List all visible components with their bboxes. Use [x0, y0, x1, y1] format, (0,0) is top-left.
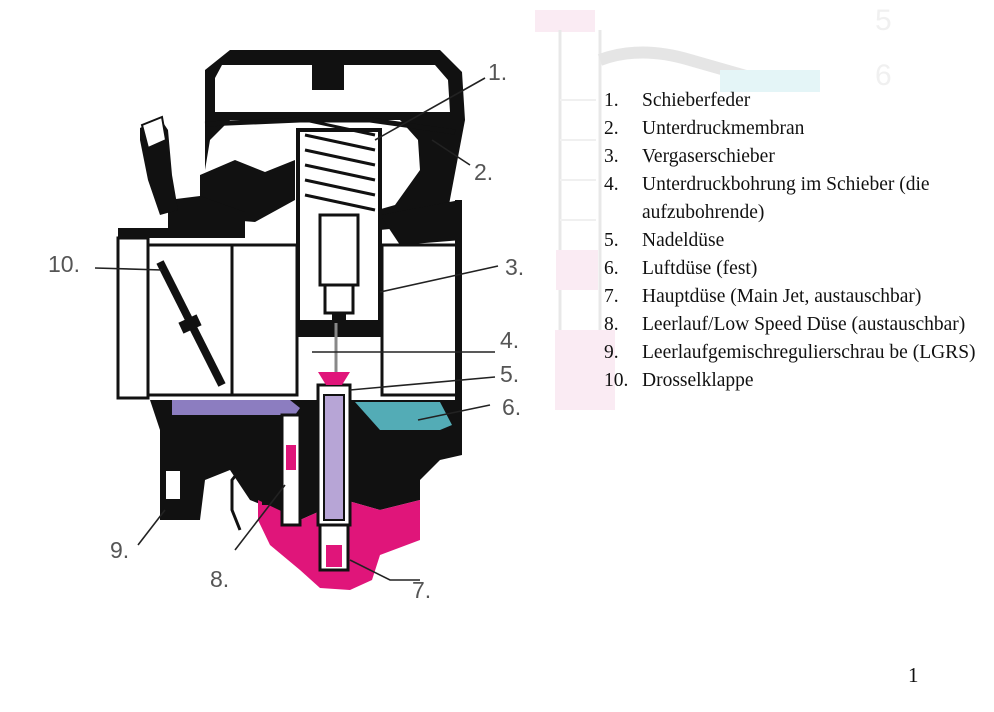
legend-number: 1.	[604, 90, 619, 111]
callout-3: 3.	[505, 254, 524, 280]
slide-spring	[304, 118, 376, 212]
callout-9: 9.	[110, 537, 129, 563]
legend-text: Vergaserschieber	[642, 146, 775, 167]
needle-jet-assembly	[316, 372, 352, 572]
legend-number: 2.	[604, 118, 619, 139]
legend-item: 3. Vergaserschieber	[604, 143, 984, 171]
svg-text:5: 5	[875, 4, 892, 37]
idle-circuit-passage	[172, 400, 300, 415]
legend-item: 2. Unterdruckmembran	[604, 115, 984, 143]
legend-text: Schieberfeder	[642, 90, 751, 111]
diaphragm	[204, 117, 456, 135]
legend-item: 6. Luftdüse (fest)	[604, 255, 984, 283]
svg-text:6: 6	[875, 59, 892, 92]
callout-5: 5.	[500, 361, 519, 387]
low-speed-jet	[262, 413, 302, 527]
legend-number: 10.	[604, 370, 629, 391]
legend-number: 9.	[604, 342, 619, 363]
legend-text: Leerlaufgemischregulierschrau be (LGRS)	[642, 342, 976, 363]
callout-8: 8.	[210, 566, 229, 592]
legend-text: Unterdruckmembran	[642, 118, 805, 139]
callout-4: 4.	[500, 327, 519, 353]
legend-number: 6.	[604, 258, 619, 279]
legend-item: 1. Schieberfeder	[604, 87, 984, 115]
jet-needle	[318, 213, 360, 395]
legend-text: Luftdüse (fest)	[642, 258, 758, 279]
legend-number: 7.	[604, 286, 619, 307]
callout-7: 7.	[412, 577, 431, 603]
air-jet-passage	[355, 402, 452, 430]
callout-2: 2.	[474, 159, 493, 185]
legend-text: Leerlauf/Low Speed Düse (austauschbar)	[642, 314, 966, 335]
faded-background-artwork: 5 6	[535, 4, 892, 410]
page-number: 1	[908, 663, 919, 687]
legend-item: 10. Drosselklappe	[604, 367, 984, 395]
idle-mixture-screw	[160, 415, 186, 515]
callout-1: 1.	[488, 59, 507, 85]
legend-number: 4.	[604, 174, 619, 195]
legend-number: 3.	[604, 146, 619, 167]
legend-item: 4. Unterdruckbohrung im Schieber (die auf…	[604, 171, 984, 227]
legend-item: 5. Nadeldüse	[604, 227, 984, 255]
leader-lines	[94, 77, 499, 581]
legend-number: 5.	[604, 230, 619, 251]
legend-item: 8. Leerlauf/Low Speed Düse (austauschbar)	[604, 311, 984, 339]
callout-numbers: 1. 2. 3. 4. 5. 6. 7. 8. 9. 10.	[48, 59, 524, 603]
legend-text: Nadeldüse	[642, 230, 725, 251]
parts-legend: 1. Schieberfeder 2. Unterdruckmembran 3. Ve…	[604, 87, 984, 395]
legend-item: 9. Leerlaufgemischregulierschrau be (LGRS…	[604, 339, 984, 367]
callout-10: 10.	[48, 251, 80, 277]
legend-number: 8.	[604, 314, 619, 335]
legend-text: Drosselklappe	[642, 370, 754, 391]
legend-text: Unterdruckbohrung im Schieber (die aufzu…	[642, 174, 930, 223]
callout-6: 6.	[502, 394, 521, 420]
legend-item: 7. Hauptdüse (Main Jet, austauschbar)	[604, 283, 984, 311]
legend-text: Hauptdüse (Main Jet, austauschbar)	[642, 286, 922, 307]
